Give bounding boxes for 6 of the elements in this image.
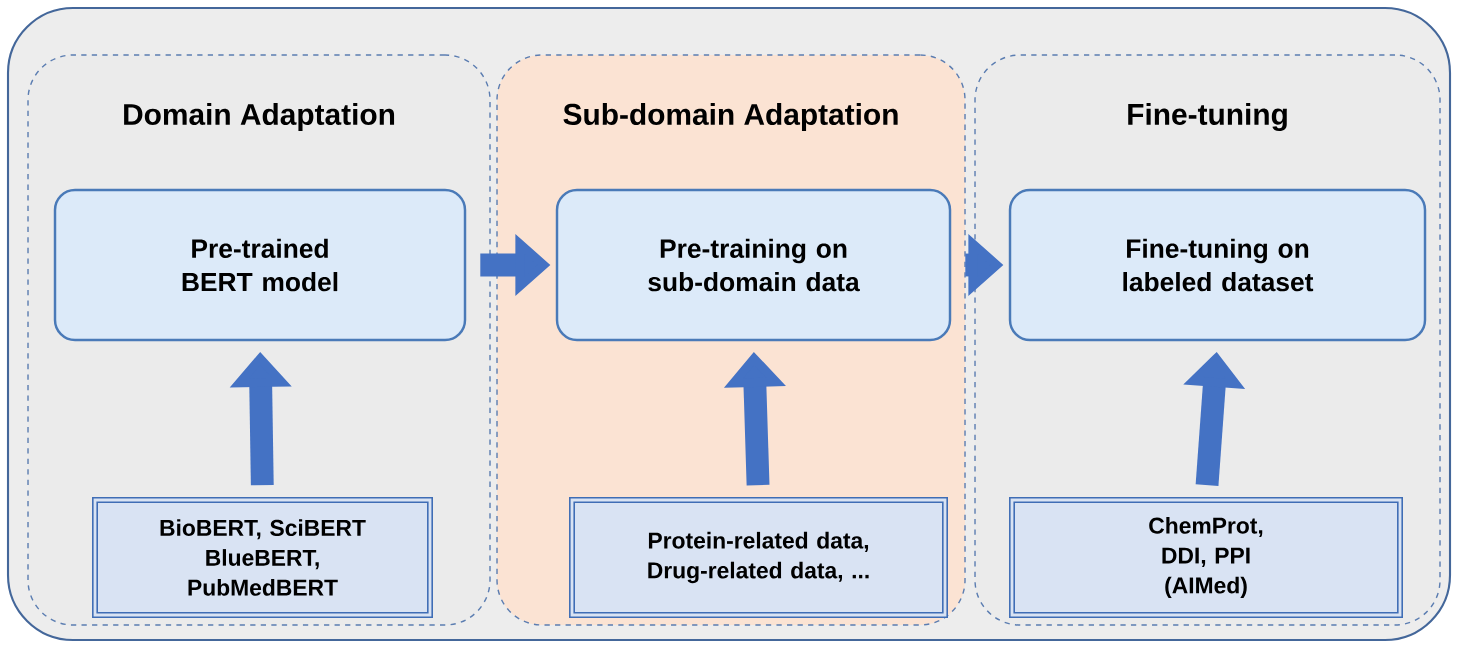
data-box: Protein-related data, Drug-related data, ... xyxy=(569,497,948,618)
process-box: Fine-tuning on labeled dataset xyxy=(1008,188,1427,342)
process-box: Pre-trained BERT model xyxy=(53,188,467,342)
data-box: BioBERT, SciBERT BlueBERT, PubMedBERT xyxy=(92,497,433,618)
data-box: ChemProt, DDI, PPI (AIMed) xyxy=(1009,497,1403,618)
process-box: Pre-training on sub-domain data xyxy=(555,188,952,342)
